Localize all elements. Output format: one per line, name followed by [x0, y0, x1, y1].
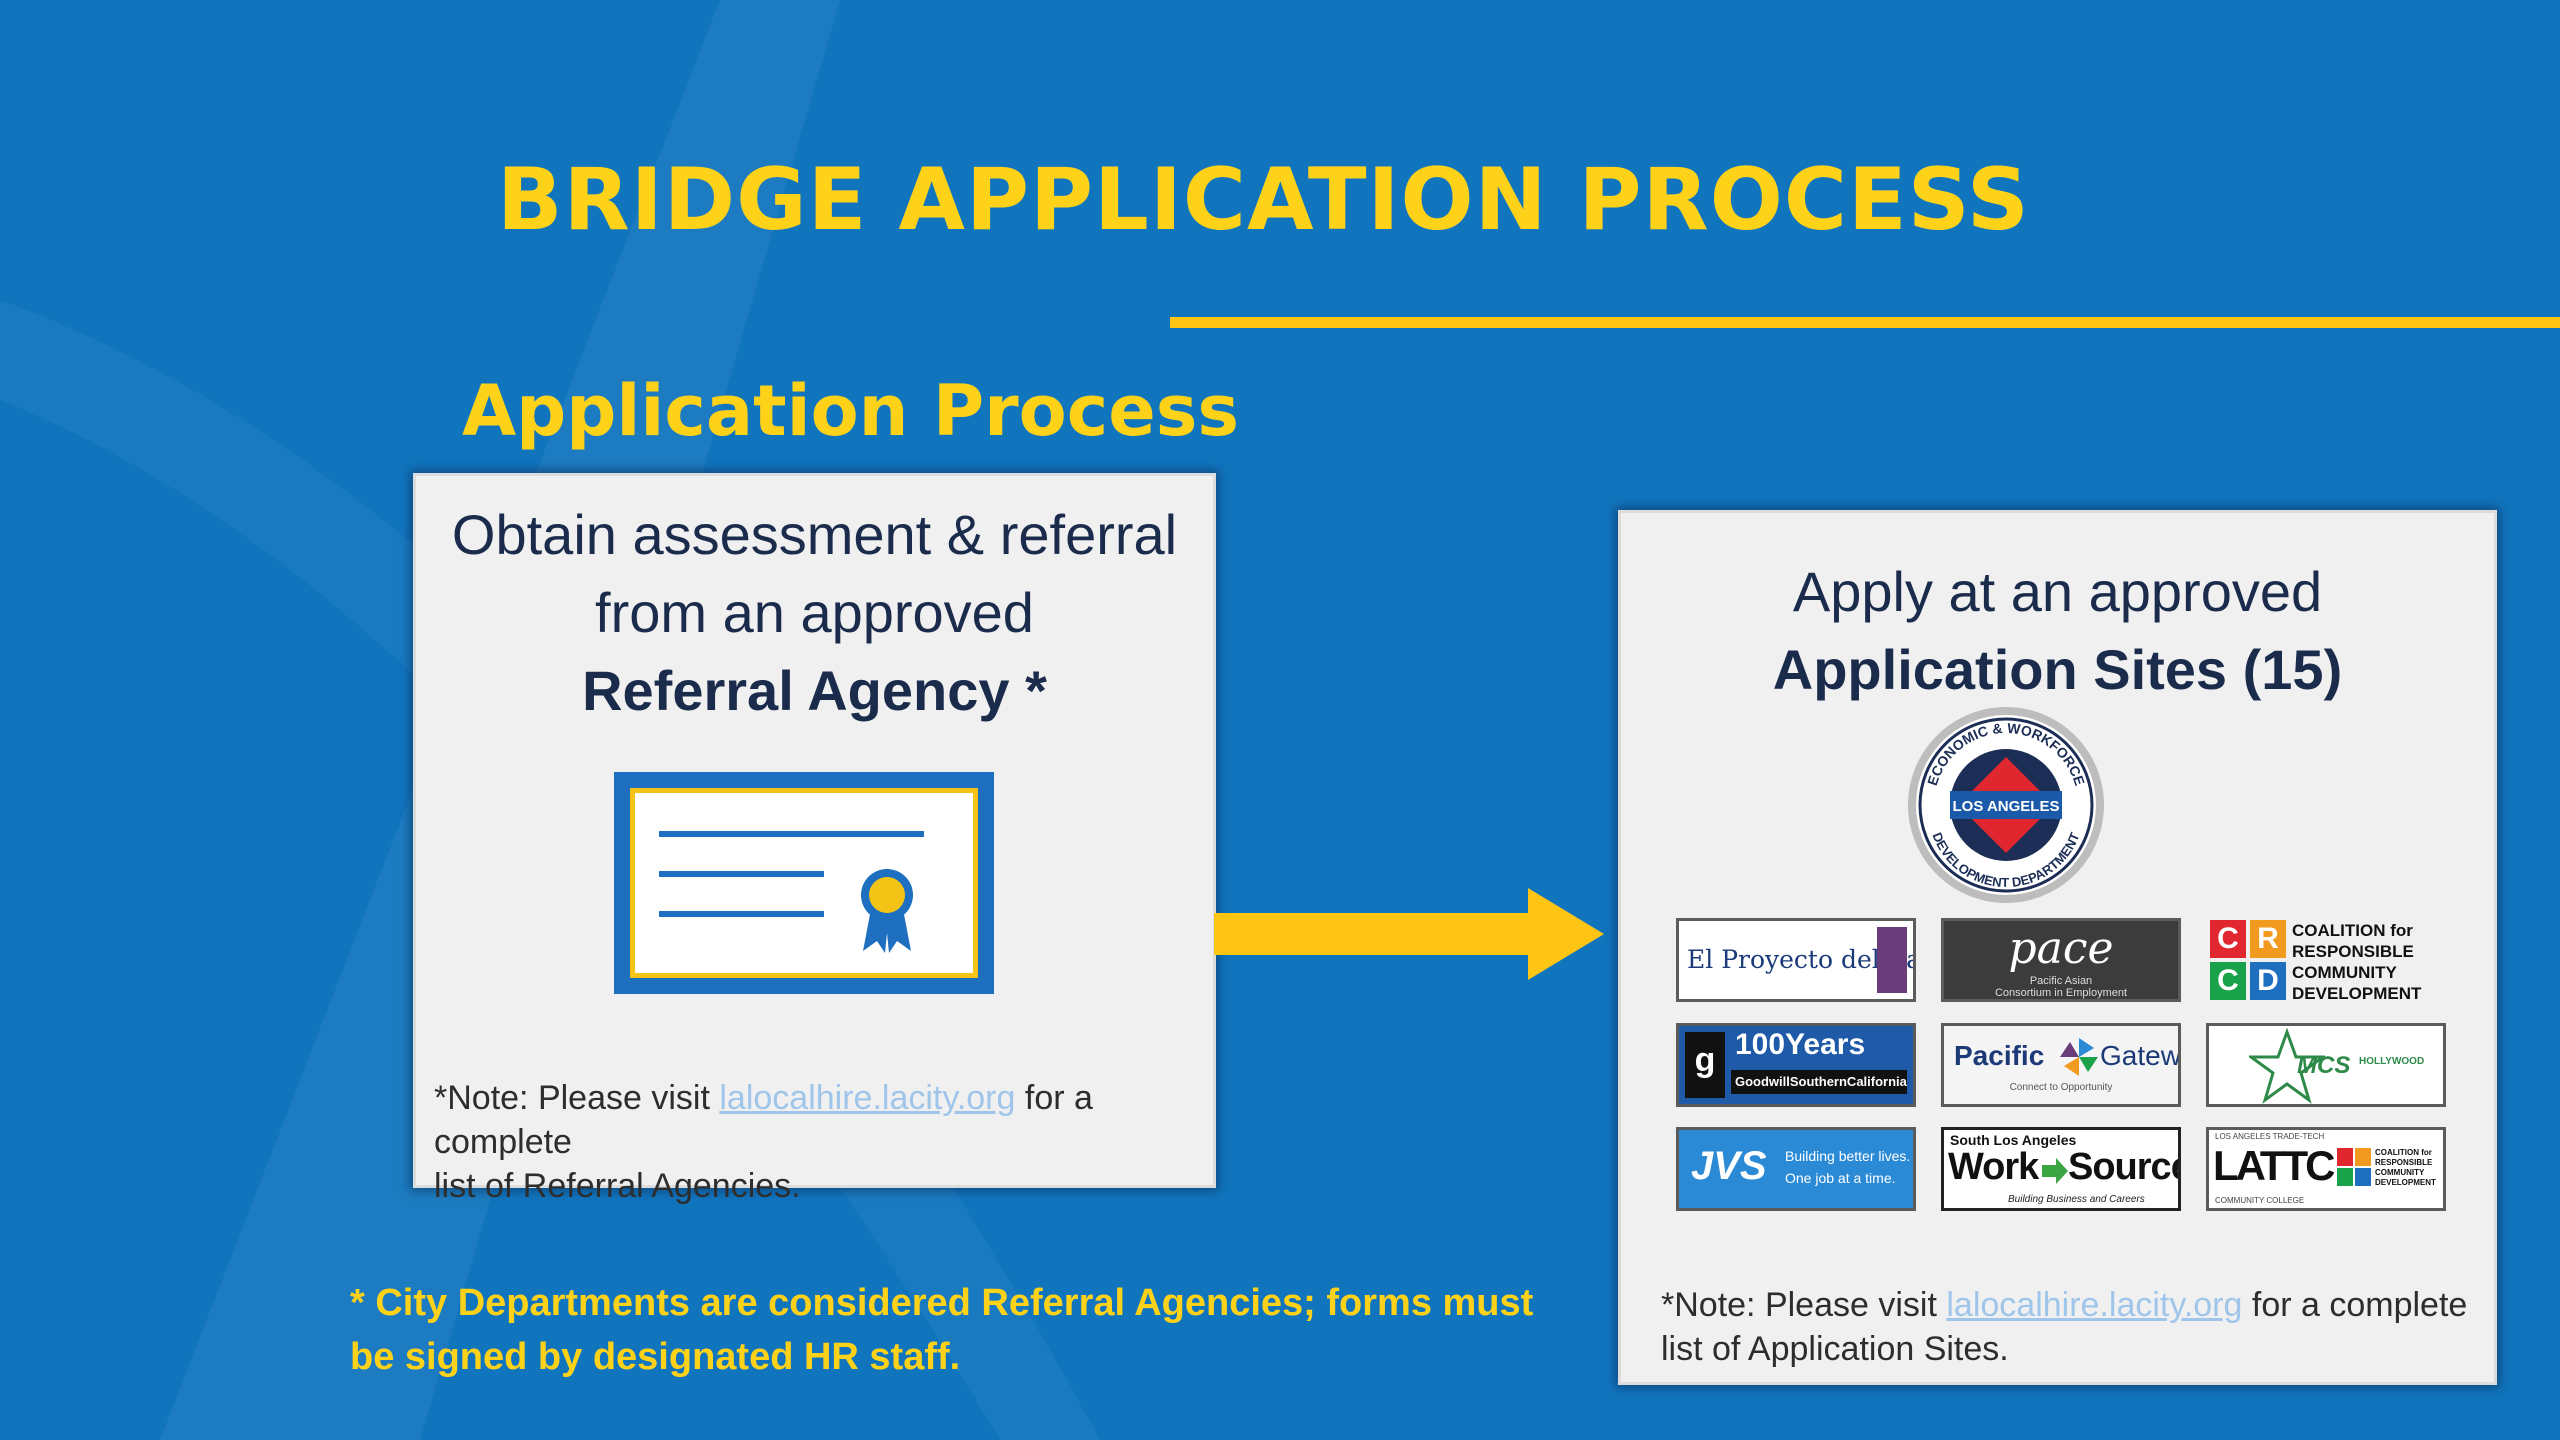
note-text: for a complete — [2242, 1286, 2468, 1324]
crcd-mini-block — [2337, 1168, 2353, 1186]
crcd-mini-block — [2355, 1148, 2371, 1166]
logo-text: South Los Angeles — [1950, 1132, 2077, 1148]
note-text: list of Referral Agencies. — [434, 1167, 801, 1205]
logo-text: Connect to Opportunity — [2009, 1082, 2113, 1093]
application-sites-label: Application Sites (15) — [1772, 638, 2343, 701]
crcd-mini-block — [2337, 1148, 2353, 1166]
note-text: *Note: Please visit — [1661, 1286, 1947, 1324]
pacific-gateway-logo: Pacific Gateway Connect to Opportunity — [1941, 1023, 2181, 1107]
certificate-line — [659, 831, 924, 837]
arrow-icon — [2042, 1158, 2068, 1184]
title-divider — [1170, 317, 2560, 328]
logo-text: Gateway — [2100, 1040, 2181, 1071]
logo-text: LOS ANGELES TRADE-TECH — [2215, 1132, 2325, 1141]
logo-text: COALITION for — [2292, 921, 2413, 940]
referral-agency-label: Referral Agency * — [582, 659, 1047, 722]
logo-text: COALITION for — [2375, 1148, 2432, 1157]
jvs-logo: JVS Building better lives. One job at a … — [1676, 1127, 1916, 1211]
logo-text: One job at a time. — [1785, 1170, 1896, 1186]
ewdd-seal-logo: LOS ANGELES ECONOMIC & WORKFORCE DEVELOP… — [1908, 707, 2104, 903]
footnote-line-2: be signed by designated HR staff. — [350, 1336, 961, 1378]
worksource-logo: South Los Angeles Work Source Building B… — [1941, 1127, 2181, 1211]
mural-image — [1877, 927, 1907, 993]
certificate-icon — [614, 772, 994, 994]
logo-text: LATTC — [2213, 1142, 2336, 1189]
logo-text: Building better lives. — [1785, 1148, 1911, 1164]
logo-text: COMMUNITY — [2375, 1168, 2425, 1177]
referral-instructions: Obtain assessment & referral from an app… — [416, 496, 1213, 730]
logo-letter: C — [2210, 920, 2246, 958]
goodwill-logo: g 100Years GoodwillSouthernCalifornia — [1676, 1023, 1916, 1107]
logo-text: El Proyecto del Barrio — [1687, 945, 1913, 974]
referral-line-2: from an approved — [595, 581, 1034, 644]
logo-text: COMMUNITY — [2292, 963, 2397, 982]
pinwheel-icon — [2060, 1038, 2098, 1076]
logo-letter: C — [2210, 962, 2246, 1000]
star-icon — [2249, 1028, 2325, 1104]
referral-note: *Note: Please visit lalocalhire.lacity.o… — [434, 1076, 1213, 1208]
city-departments-footnote: * City Departments are considered Referr… — [350, 1276, 1570, 1384]
goodwill-banner — [1731, 1070, 1907, 1094]
crcd-logo: C R C D COALITION for RESPONSIBLE COMMUN… — [2206, 918, 2446, 1002]
application-instructions: Apply at an approved Application Sites (… — [1621, 553, 2494, 709]
mcs-hollywood-logo: MCS HOLLYWOOD — [2206, 1023, 2446, 1107]
logo-text: HOLLYWOOD — [2359, 1056, 2425, 1067]
referral-agency-card: Obtain assessment & referral from an app… — [413, 473, 1216, 1205]
crcd-mini-block — [2355, 1168, 2371, 1186]
logo-text: COMMUNITY COLLEGE — [2215, 1196, 2305, 1205]
certificate-line — [659, 911, 824, 917]
logo-text: DEVELOPMENT — [2292, 984, 2422, 1002]
lattc-logo: LOS ANGELES TRADE-TECH LATTC COMMUNITY C… — [2206, 1127, 2446, 1211]
logo-text: JVS — [1691, 1144, 1767, 1188]
lalocalhire-link[interactable]: lalocalhire.lacity.org — [719, 1079, 1016, 1117]
section-subtitle: Application Process — [462, 370, 1240, 452]
note-text: for a complete — [434, 1079, 1093, 1161]
logo-letter: R — [2250, 920, 2286, 958]
logo-letter: D — [2250, 962, 2286, 1000]
ribbon-seal-icon — [861, 869, 913, 953]
goodwill-g-icon: g — [1685, 1032, 1725, 1098]
footnote-line-1: * City Departments are considered Referr… — [350, 1282, 1534, 1324]
logo-text: 100Years — [1735, 1028, 1866, 1061]
note-text: *Note: Please visit — [434, 1079, 720, 1117]
logo-text: Building Business and Careers — [2008, 1194, 2145, 1205]
logo-text: GoodwillSouthernCalifornia — [1735, 1074, 1907, 1089]
logo-text: pace — [2008, 923, 2114, 974]
seal-center-text: LOS ANGELES — [1953, 798, 2060, 815]
application-line-1: Apply at an approved — [1792, 560, 2323, 623]
pace-logo: pace Pacific Asian Consortium in Employm… — [1941, 918, 2181, 1002]
application-sites-card: Apply at an approved Application Sites (… — [1618, 510, 2497, 1385]
certificate-paper — [630, 788, 978, 978]
note-text: list of Application Sites. — [1661, 1330, 2009, 1368]
logo-text: Consortium in Employment — [1994, 987, 2128, 999]
lalocalhire-link[interactable]: lalocalhire.lacity.org — [1946, 1286, 2243, 1324]
logo-text: Source — [2068, 1146, 2181, 1188]
page-title: BRIDGE APPLICATION PROCESS — [497, 150, 2030, 250]
el-proyecto-del-barrio-logo: El Proyecto del Barrio — [1676, 918, 1916, 1002]
certificate-line — [659, 871, 824, 877]
logo-text: MCS — [2297, 1052, 2351, 1079]
logo-text: RESPONSIBLE — [2375, 1158, 2433, 1167]
referral-line-1: Obtain assessment & referral — [451, 503, 1178, 566]
application-note: *Note: Please visit lalocalhire.lacity.o… — [1661, 1283, 2467, 1371]
logo-text: DEVELOPMENT — [2375, 1178, 2436, 1187]
logo-text: Pacific Asian — [2029, 975, 2093, 987]
logo-text: RESPONSIBLE — [2292, 942, 2414, 961]
arrow-right-icon — [1214, 888, 1604, 980]
logo-text: Pacific — [1954, 1040, 2045, 1071]
crcd-text: COALITION for RESPONSIBLE COMMUNITY DEVE… — [2292, 920, 2421, 1002]
logo-text: Work — [1948, 1146, 2039, 1188]
crcd-mini-text: COALITION for RESPONSIBLE COMMUNITY DEVE… — [2375, 1148, 2436, 1188]
